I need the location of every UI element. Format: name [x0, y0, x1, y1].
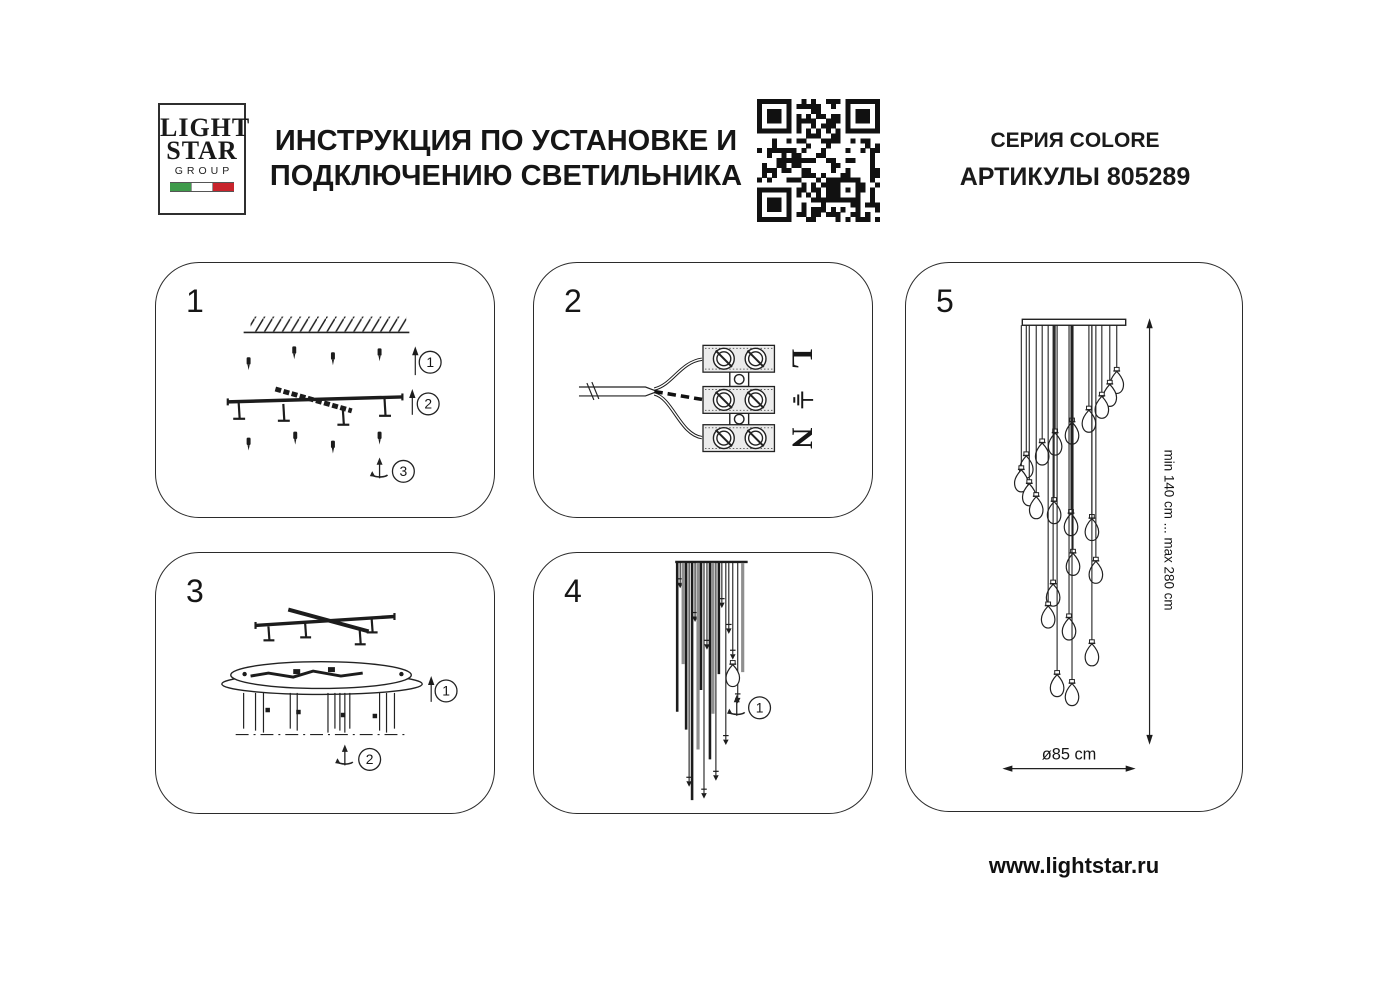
pendant-bulb	[1046, 496, 1062, 525]
pendant-bulb	[1081, 405, 1097, 433]
step1-diagram-ceiling-bracket: 1 2	[226, 316, 442, 483]
step-panel-5: 5 min 140 cm ... max 280 cm ø85 cm	[905, 262, 1243, 812]
label-neutral-N: N	[786, 427, 819, 449]
mounting-crossbar	[226, 386, 404, 426]
screw-rotation-icon	[334, 743, 354, 767]
step5-diagram-chandelier-dimensions: min 140 cm ... max 280 cm ø85 cm	[1002, 318, 1176, 772]
pendant-bulb	[1047, 428, 1063, 456]
wire-line	[653, 357, 703, 391]
step-marker: 1	[434, 679, 458, 703]
step-marker: 1	[418, 350, 442, 374]
diameter-label: ø85 cm	[1042, 746, 1097, 764]
height-range-label: min 140 cm ... max 280 cm	[1161, 450, 1176, 611]
anchor-bolt	[377, 348, 382, 362]
svg-text:2: 2	[366, 751, 374, 767]
step-panel-2: 2	[533, 262, 873, 518]
step-marker: 3	[391, 459, 415, 483]
pendant-bulb	[1064, 678, 1080, 707]
cord-tip	[723, 739, 729, 746]
website-url: www.lightstar.ru	[988, 853, 1160, 878]
logo-light: LIGHT	[160, 113, 251, 142]
screw	[246, 437, 251, 451]
step4-diagram-cord-adjustment: 1	[675, 560, 772, 801]
svg-text:1: 1	[442, 683, 450, 699]
diameter-dimension: ø85 cm	[1002, 746, 1136, 772]
step-panel-1: 1 1	[155, 262, 495, 518]
height-dimension: min 140 cm ... max 280 cm	[1146, 318, 1176, 745]
terminal-row-N	[702, 424, 776, 453]
terminal-block	[702, 344, 776, 453]
ceiling-plate	[1021, 318, 1127, 326]
logo-group: GROUP	[174, 165, 234, 177]
lightstar-logo: LIGHT STAR GROUP	[158, 103, 251, 215]
screw	[330, 440, 335, 454]
title-line-1: ИНСТРУКЦИЯ ПО УСТАНОВКЕ И	[274, 125, 738, 157]
cord-tip	[713, 775, 719, 781]
cord-tip	[726, 628, 732, 634]
series-block: СЕРИЯ COLORE АРТИКУЛЫ 805289	[930, 129, 1220, 192]
ceiling-hatch	[250, 316, 407, 332]
pendant-bulb	[1063, 508, 1079, 537]
terminal-row-ground	[702, 385, 776, 414]
pendant-wires	[243, 692, 396, 733]
pendant-bulb	[1034, 438, 1050, 466]
cord-tip	[686, 781, 692, 787]
step-number-1: 1	[186, 283, 204, 319]
ceiling-canopy	[221, 660, 423, 696]
pendant-bulb	[1049, 669, 1065, 698]
step-number-2: 2	[564, 283, 582, 319]
cord-tip	[704, 644, 710, 650]
screw	[377, 431, 382, 445]
qr-code-icon	[757, 99, 881, 223]
logo-star: STAR	[166, 136, 238, 165]
step-marker: 1	[748, 696, 772, 720]
wire-neutral	[653, 392, 703, 440]
cord-tip	[729, 654, 736, 660]
anchor-bolt	[330, 352, 335, 366]
terminal-row-L	[702, 344, 776, 373]
label-line-L: L	[786, 349, 819, 369]
page-title: ИНСТРУКЦИЯ ПО УСТАНОВКЕ И ПОДКЛЮЧЕНИЮ СВ…	[246, 124, 766, 194]
hanging-cords	[675, 562, 745, 801]
step-number-5: 5	[936, 283, 954, 319]
wire-ground-dashed	[654, 389, 703, 402]
step2-diagram-wiring: L N	[578, 344, 819, 453]
step-marker: 2	[416, 392, 440, 416]
cord-rotation-icon	[726, 694, 746, 717]
svg-text:1: 1	[756, 700, 764, 716]
cord-tip	[719, 602, 725, 609]
pendant-cluster	[1013, 325, 1125, 707]
pendant-bulb	[1088, 556, 1104, 585]
step-panel-3: 3	[155, 552, 495, 814]
svg-text:3: 3	[400, 463, 408, 479]
mounting-crossbar	[254, 607, 396, 646]
series-label: СЕРИЯ COLORE	[990, 129, 1160, 152]
step-marker: 2	[358, 747, 382, 771]
mains-cable	[578, 381, 660, 401]
article-label: АРТИКУЛЫ 805289	[959, 163, 1191, 191]
title-line-2: ПОДКЛЮЧЕНИЮ СВЕТИЛЬНИКА	[269, 160, 743, 192]
step-number-4: 4	[564, 573, 582, 609]
step-number-3: 3	[186, 573, 204, 609]
anchor-bolt	[246, 357, 251, 371]
italian-flag-icon	[170, 182, 235, 192]
screw	[293, 431, 298, 445]
step-panel-4: 4 1	[533, 552, 873, 814]
pendant-bulb	[1065, 548, 1081, 577]
svg-text:1: 1	[426, 354, 434, 370]
cord-tip	[701, 793, 707, 799]
svg-text:2: 2	[424, 396, 432, 412]
step3-diagram-canopy: 1 2	[221, 607, 458, 771]
screw-rotation-icon	[369, 456, 389, 480]
earth-ground-icon	[793, 391, 814, 409]
pendant-bulb	[1084, 639, 1100, 667]
anchor-bolt	[292, 346, 297, 360]
pendant-bulb	[1061, 613, 1077, 641]
